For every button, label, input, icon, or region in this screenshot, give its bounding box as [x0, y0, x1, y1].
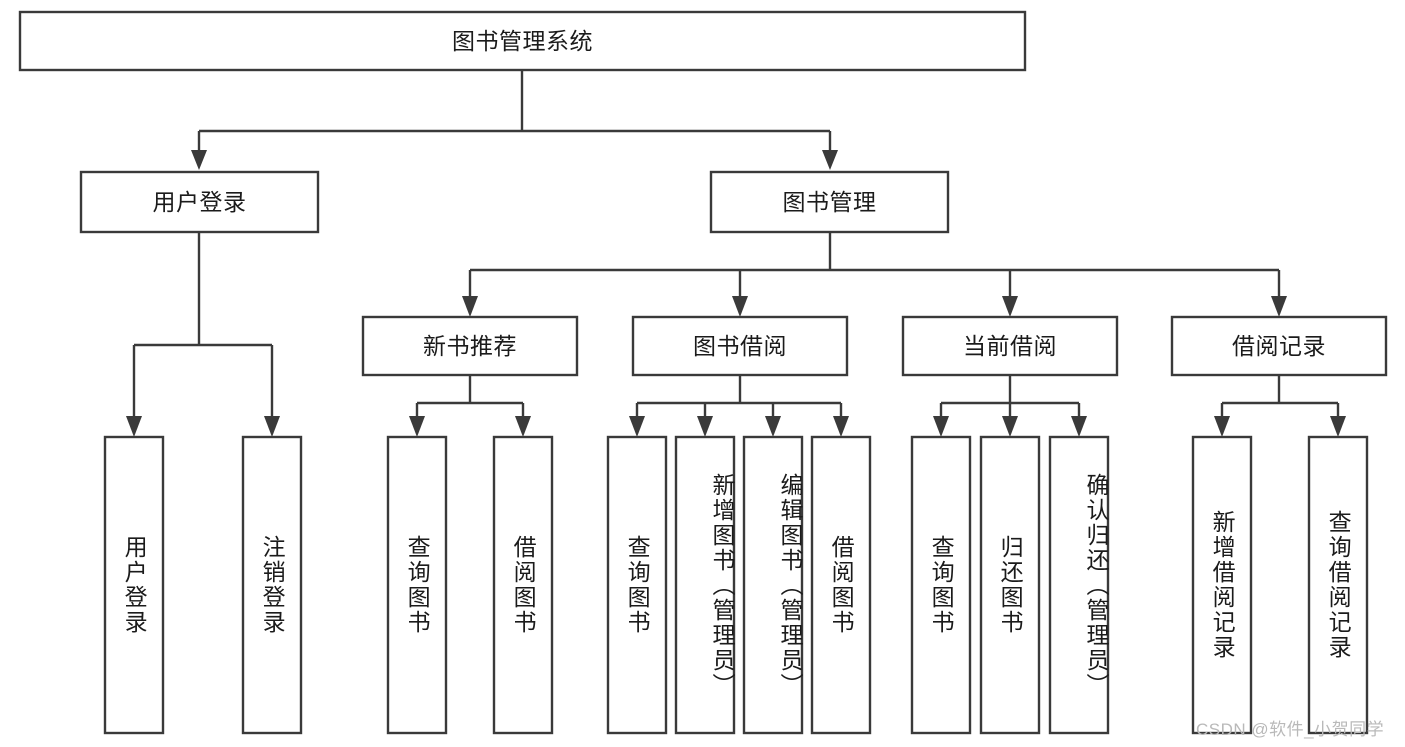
connector-root-to-level2: [191, 70, 838, 170]
node-box-root[interactable]: [18, 10, 1027, 72]
node-box-leaf-user-login[interactable]: [103, 435, 165, 735]
node-box-leaf-add-record[interactable]: [1191, 435, 1253, 735]
node-box-new-book-recommend[interactable]: [361, 315, 579, 377]
node-box-book-borrow[interactable]: [631, 315, 849, 377]
node-box-leaf-borrow-book-2[interactable]: [810, 435, 872, 735]
node-box-leaf-query-book-2[interactable]: [606, 435, 668, 735]
csdn-watermark: CSDN @软件_小贺同学: [1196, 720, 1385, 739]
connector-bookborrow-to-leaves: [629, 375, 849, 437]
node-box-current-borrow[interactable]: [901, 315, 1119, 377]
node-box-leaf-query-record[interactable]: [1307, 435, 1369, 735]
node-box-user-login[interactable]: [79, 170, 320, 234]
node-box-leaf-return-book[interactable]: [979, 435, 1041, 735]
connector-bookmgmt-to-level3: [462, 232, 1287, 317]
node-box-leaf-query-book-1[interactable]: [386, 435, 448, 735]
connector-userlogin-to-leaves: [126, 232, 280, 437]
connector-borrowrecord-to-leaves: [1214, 375, 1346, 437]
node-box-borrow-record[interactable]: [1170, 315, 1388, 377]
node-box-leaf-query-book-3[interactable]: [910, 435, 972, 735]
node-box-leaf-logout[interactable]: [241, 435, 303, 735]
node-box-book-management[interactable]: [709, 170, 950, 234]
node-box-leaf-add-book[interactable]: [674, 435, 736, 735]
node-box-leaf-borrow-book-1[interactable]: [492, 435, 554, 735]
connector-newbook-to-leaves: [409, 375, 531, 437]
node-box-leaf-confirm-return[interactable]: [1048, 435, 1110, 735]
connector-currentborrow-to-leaves: [933, 375, 1087, 437]
node-box-leaf-edit-book[interactable]: [742, 435, 804, 735]
